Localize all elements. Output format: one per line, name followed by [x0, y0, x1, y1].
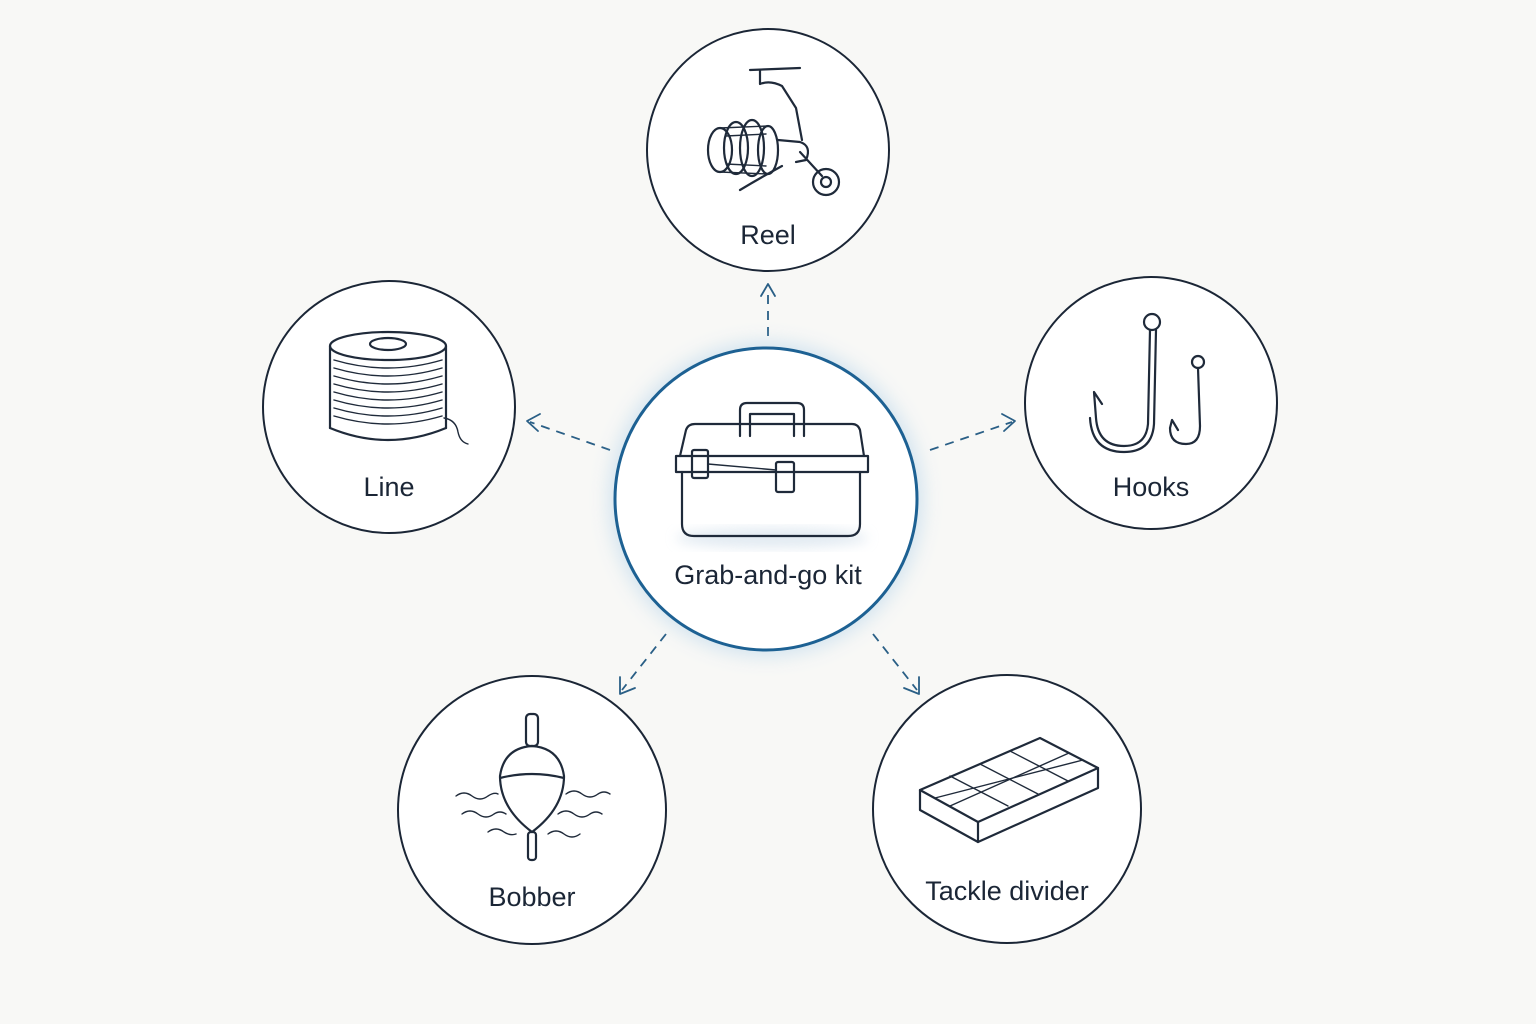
- node-reel-circle: [646, 28, 890, 272]
- node-line: Line: [262, 280, 516, 534]
- connector-to-line: [526, 413, 611, 451]
- node-reel-label: Reel: [740, 220, 796, 250]
- bobber-icon: [455, 712, 611, 862]
- fishing-reel-icon: [706, 66, 841, 197]
- connector-to-hooks: [929, 413, 1016, 451]
- node-hooks-label: Hooks: [1113, 472, 1190, 502]
- hub-label: Grab-and-go kit: [674, 560, 862, 590]
- node-tackle-divider-label: Tackle divider: [925, 876, 1089, 906]
- node-tackle-divider: Tackle divider: [872, 674, 1142, 944]
- node-hooks: Hooks: [1024, 276, 1278, 530]
- fish-hooks-icon: [1088, 312, 1206, 454]
- hub-circle: [613, 346, 919, 652]
- tackle-divider-icon: [918, 736, 1100, 844]
- connectors: [526, 283, 1016, 695]
- line-spool-icon: [328, 330, 469, 445]
- connector-to-tackle-divider: [872, 633, 920, 695]
- node-bobber: Bobber: [397, 675, 667, 945]
- hub-node: Grab-and-go kit: [610, 343, 922, 655]
- node-hooks-circle: [1024, 276, 1278, 530]
- node-reel: Reel: [646, 28, 890, 272]
- connector-to-bobber: [619, 633, 667, 695]
- connector-to-reel: [760, 283, 776, 336]
- tackle-box-icon: [674, 401, 870, 548]
- node-bobber-circle: [397, 675, 667, 945]
- node-line-circle: [262, 280, 516, 534]
- node-line-label: Line: [363, 472, 414, 502]
- node-bobber-label: Bobber: [488, 882, 575, 912]
